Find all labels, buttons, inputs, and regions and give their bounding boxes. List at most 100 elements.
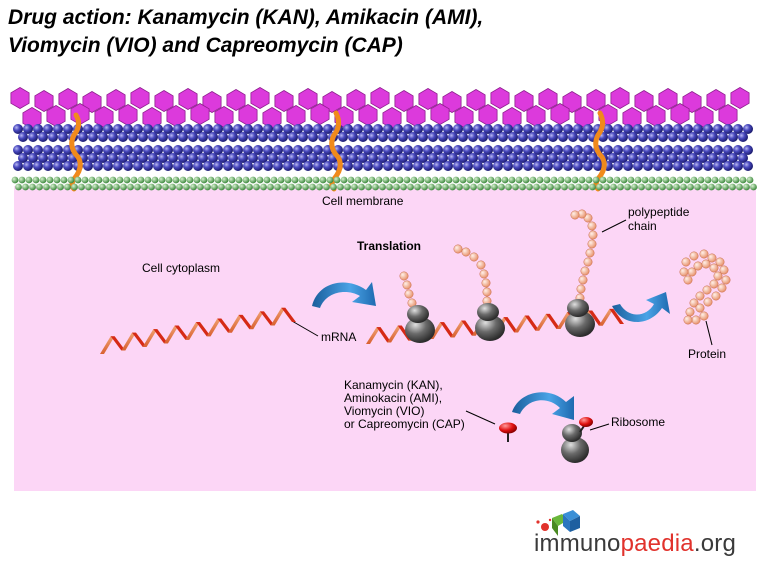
membrane-bead (218, 183, 225, 191)
mrna-ribbon-back (228, 314, 243, 333)
wall-bead (293, 145, 303, 155)
membrane-bead (557, 176, 565, 184)
title-line-2: Viomycin (VIO) and Capreomycin (CAP) (8, 34, 403, 57)
wall-hexagon (214, 106, 234, 128)
wall-bead (688, 132, 698, 142)
wall-bead (668, 132, 678, 142)
wall-bead (223, 145, 233, 155)
wall-bead (238, 153, 248, 163)
wall-bead (18, 132, 28, 142)
membrane-bead (214, 176, 222, 184)
wall-bead (213, 161, 223, 171)
membrane-bead (750, 183, 757, 191)
membrane-bead (316, 183, 323, 191)
wall-bead (98, 153, 108, 163)
wall-bead (438, 132, 448, 142)
membrane-bead (631, 183, 638, 191)
wall-hexagon (154, 90, 174, 112)
mrna-ribbon-back (514, 315, 529, 333)
wall-bead (653, 124, 663, 134)
wall-bead (543, 161, 553, 171)
membrane-bead (361, 176, 369, 184)
protein-bead (721, 275, 731, 285)
ribosome-small-subunit (407, 305, 429, 323)
wall-bead (723, 145, 733, 155)
membrane-bead (382, 176, 390, 184)
wall-bead (293, 124, 303, 134)
membrane-bead (396, 176, 404, 184)
polypeptide-bead (587, 221, 597, 231)
wall-bead (283, 161, 293, 171)
wall-bead (168, 132, 178, 142)
membrane-bead (50, 183, 57, 191)
cell-membrane-label: Cell membrane (322, 194, 404, 208)
membrane-bead (606, 176, 614, 184)
wall-bead (338, 132, 348, 142)
wall-bead (138, 153, 148, 163)
wall-bead (583, 161, 593, 171)
membrane-bead (634, 176, 642, 184)
mrna-ribbon-back (366, 327, 381, 344)
wall-bead (643, 161, 653, 171)
wall-bead (383, 145, 393, 155)
membrane-bead (732, 176, 740, 184)
membrane-bead (449, 183, 456, 191)
wall-bead (108, 153, 118, 163)
wall-bead (458, 132, 468, 142)
polypeptide-bead (481, 278, 491, 288)
arrow-drug-to-ribosome (512, 392, 574, 420)
wall-bead (418, 153, 428, 163)
membrane-bead (424, 176, 432, 184)
wall-bead (488, 153, 498, 163)
wall-bead (223, 124, 233, 134)
membrane-bead (662, 176, 670, 184)
membrane-bead (407, 183, 414, 191)
wall-bead (18, 153, 28, 163)
membrane-bead (456, 183, 463, 191)
mrna-ribbon-back (535, 313, 550, 331)
membrane-bead (736, 183, 743, 191)
membrane-bead (459, 176, 467, 184)
membrane-bead (473, 176, 481, 184)
wall-bead (638, 153, 648, 163)
wall-bead (543, 124, 553, 134)
wall-hexagon (610, 87, 630, 109)
wall-bead (503, 161, 513, 171)
wall-bead (308, 132, 318, 142)
wall-bead (208, 132, 218, 142)
wall-bead (358, 153, 368, 163)
wall-bead (613, 161, 623, 171)
wall-bead (683, 161, 693, 171)
wall-hexagon (94, 106, 114, 128)
wall-bead (448, 132, 458, 142)
logo-red-dot (541, 523, 549, 531)
protein-bead (679, 267, 689, 277)
membrane-bead (235, 176, 243, 184)
wall-bead (738, 153, 748, 163)
ribosome-small-subunit (562, 424, 582, 442)
wall-bead (383, 124, 393, 134)
arrow-drug-to-ribosome-body (512, 392, 574, 420)
immunopaedia-logo-mark (536, 510, 580, 536)
wall-bead (58, 153, 68, 163)
mrna-ribbon-front (281, 307, 296, 322)
wall-bead (138, 132, 148, 142)
wall-bead (408, 132, 418, 142)
wall-bead (433, 145, 443, 155)
wall-hexagon (706, 89, 726, 111)
wall-bead (173, 145, 183, 155)
wall-bead (393, 145, 403, 155)
wall-bead (233, 145, 243, 155)
membrane-bead (113, 183, 120, 191)
wall-bead (368, 132, 378, 142)
wall-hexagon (538, 88, 558, 110)
wall-bead (213, 145, 223, 155)
polypeptide-bead (583, 257, 593, 267)
wall-bead (243, 161, 253, 171)
membrane-bead (281, 183, 288, 191)
mrna-ribbon-back (556, 312, 572, 329)
wall-bead (653, 145, 663, 155)
membrane-bead (624, 183, 631, 191)
wall-bead (148, 132, 158, 142)
wall-bead (623, 145, 633, 155)
